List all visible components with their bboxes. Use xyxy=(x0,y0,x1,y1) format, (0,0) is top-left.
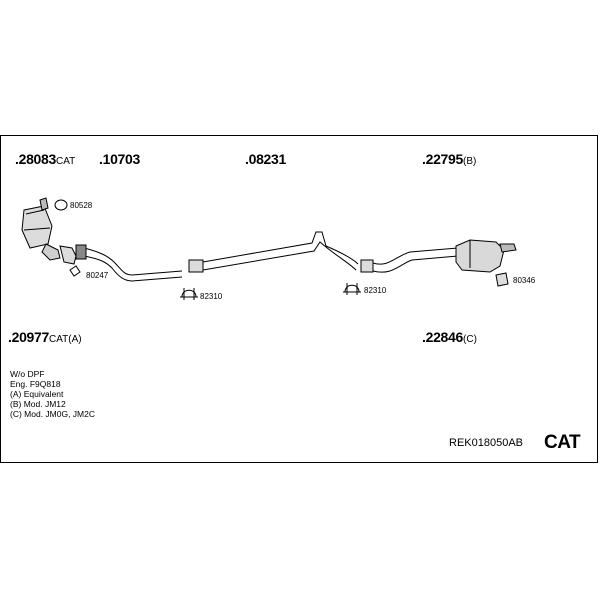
label-80247: 80247 xyxy=(86,271,109,280)
note-line: (B) Mod. JM12 xyxy=(10,399,66,409)
front-pipe xyxy=(59,244,183,282)
diagram-frame xyxy=(0,135,598,463)
rubber-mount-80346 xyxy=(495,272,509,287)
rear-silencer xyxy=(360,239,517,273)
gasket-80247 xyxy=(69,265,81,277)
label-82310-left: 82310 xyxy=(200,292,223,301)
part-10703: .10703 xyxy=(99,152,140,168)
note-line: W/o DPF xyxy=(10,369,45,379)
part-number: .20977 xyxy=(8,329,50,345)
gasket-ring-80528 xyxy=(54,199,68,211)
label-80528: 80528 xyxy=(70,201,93,210)
note-line: (A) Equivalent xyxy=(10,389,64,399)
part-28083: .28083CAT xyxy=(15,152,75,168)
part-suffix: CAT xyxy=(56,156,76,167)
note-line: Eng. F9Q818 xyxy=(10,379,61,389)
part-number: .08231 xyxy=(245,151,287,167)
part-number: .28083 xyxy=(15,151,57,167)
part-number: .22846 xyxy=(422,329,464,345)
notes-block: W/o DPF Eng. F9Q818 (A) Equivalent (B) M… xyxy=(10,369,95,419)
part-20977: .20977CAT(A) xyxy=(8,330,82,346)
part-number: .10703 xyxy=(99,151,141,167)
part-suffix: (C) xyxy=(463,334,477,345)
part-suffix: (B) xyxy=(463,156,477,167)
part-22795: .22795(B) xyxy=(422,152,476,168)
clamp-82310-right xyxy=(343,283,361,295)
clamp-82310-left xyxy=(180,288,198,300)
cat-badge: CAT xyxy=(544,432,581,453)
catalytic-converter xyxy=(21,197,61,261)
part-suffix: CAT(A) xyxy=(49,334,82,345)
part-08231: .08231 xyxy=(245,152,286,168)
note-line: (C) Mod. JM0G, JM2C xyxy=(10,409,96,419)
kit-reference: REK018050AB xyxy=(449,437,523,449)
part-22846: .22846(C) xyxy=(422,330,477,346)
label-80346: 80346 xyxy=(513,276,536,285)
centre-pipe xyxy=(188,231,359,273)
label-82310-right: 82310 xyxy=(364,286,387,295)
part-number: .22795 xyxy=(422,151,464,167)
